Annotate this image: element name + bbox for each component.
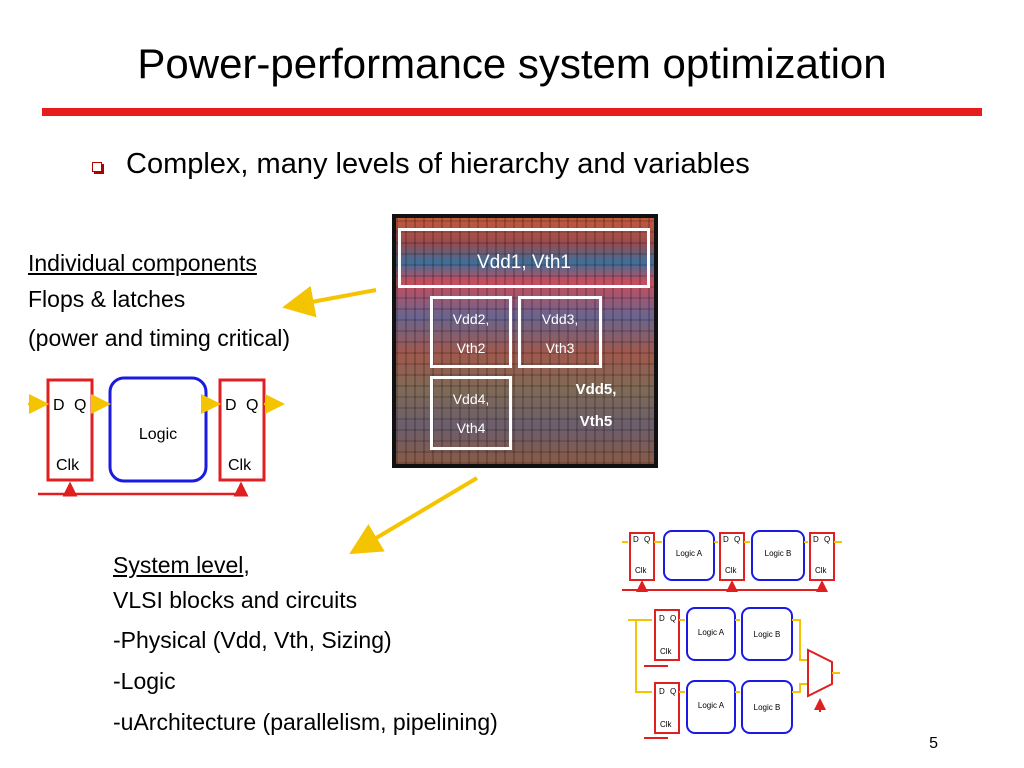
- system-line-3: -Logic: [113, 668, 176, 694]
- ff-right-q: Q: [246, 397, 258, 414]
- region-vdd2: [430, 296, 512, 368]
- pipeline-ff-2: [719, 532, 745, 581]
- callout-arrow-individual: [282, 285, 377, 318]
- region-vdd4: [430, 376, 512, 450]
- pipeline-logic-a: [663, 530, 715, 581]
- pipe-ff3-q: Q: [824, 535, 830, 544]
- system-line-2: -Physical (Vdd, Vth, Sizing): [113, 627, 392, 653]
- system-level-heading: System level,: [113, 552, 250, 579]
- par-logic-b-bottom-label: Logic B: [754, 703, 781, 712]
- pipeline-ff-1: [629, 532, 655, 581]
- pipe-ff2-d: D: [723, 535, 729, 544]
- region-vdd5-label-a: Vdd5,: [575, 381, 617, 398]
- mux-icon: [807, 648, 833, 698]
- par-logic-a-top-label: Logic A: [698, 628, 725, 637]
- pipeline-diagram: D Q Clk D Q Clk D Q Clk Logic A Logic B: [622, 530, 842, 592]
- page-number: 5: [929, 735, 938, 752]
- region-vdd3-label-b: Vth3: [545, 340, 575, 356]
- bullet-text: Complex, many levels of hierarchy and va…: [126, 148, 750, 180]
- system-level-heading-text: System level: [113, 552, 244, 578]
- parallel-logic-a-bottom: [686, 680, 736, 734]
- parallel-ff-top: [654, 609, 680, 661]
- parallel-ff-bottom: [654, 682, 680, 734]
- logic-label: Logic: [139, 426, 177, 443]
- system-line-4: -uArchitecture (parallelism, pipelining): [113, 709, 498, 735]
- title-divider: [42, 108, 982, 116]
- ff-right-d: D: [225, 397, 237, 414]
- region-vdd3-label-a: Vdd3,: [541, 311, 579, 327]
- pipe-ff1-q: Q: [644, 535, 650, 544]
- region-vdd5-label-b: Vth5: [579, 413, 613, 430]
- system-level-heading-comma: ,: [243, 552, 250, 578]
- individual-line-2: (power and timing critical): [28, 325, 291, 351]
- parallel-to-mux-top: [792, 619, 808, 661]
- slide-title: Power-performance system optimization: [137, 40, 887, 87]
- system-line-1: VLSI blocks and circuits: [113, 587, 358, 613]
- ff-left-q: Q: [74, 397, 86, 414]
- individual-line-1: Flops & latches: [28, 286, 186, 312]
- par-ff-bottom-q: Q: [670, 687, 676, 696]
- region-vdd4-label-b: Vth4: [456, 420, 486, 436]
- pipe-ff2-q: Q: [734, 535, 740, 544]
- parallel-diagram: D Q Clk D Q Clk Logic A Logic B Logic A …: [628, 607, 840, 739]
- region-vdd2-label-a: Vdd2,: [452, 311, 490, 327]
- flipflop-left: [46, 378, 94, 482]
- chip-die-photo: Vdd1, Vth1 Vdd2, Vth2 Vdd3, Vth3 Vdd4, V…: [392, 214, 658, 468]
- parallel-logic-a-top: [686, 607, 736, 661]
- ff-left-d: D: [53, 397, 65, 414]
- pipe-logic-a-label: Logic A: [676, 549, 703, 558]
- flipflop-logic-diagram: D Q Clk D Q Clk Logic: [28, 376, 285, 497]
- par-ff-bottom-d: D: [659, 687, 665, 696]
- region-vdd2-label-b: Vth2: [456, 340, 486, 356]
- par-ff-top-d: D: [659, 614, 665, 623]
- par-ff-top-clk: Clk: [660, 647, 673, 656]
- pipe-logic-b-label: Logic B: [765, 549, 792, 558]
- pipe-ff3-d: D: [813, 535, 819, 544]
- ff-right-clk: Clk: [228, 457, 252, 474]
- region-vdd4-label-a: Vdd4,: [452, 391, 490, 407]
- region-vdd1: [398, 228, 650, 288]
- parallel-logic-b-bottom: [741, 680, 793, 734]
- pipeline-logic-b: [751, 530, 805, 581]
- pipe-ff1-d: D: [633, 535, 639, 544]
- logic-block: [108, 376, 208, 483]
- die-texture: [396, 218, 654, 464]
- par-ff-top-q: Q: [670, 614, 676, 623]
- bullet-square-icon: [92, 162, 102, 172]
- region-vdd1-label: Vdd1, Vth1: [476, 252, 572, 273]
- region-vdd3: [518, 296, 602, 368]
- parallel-to-mux-bottom: [792, 683, 808, 693]
- par-logic-b-top-label: Logic B: [754, 630, 781, 639]
- par-ff-bottom-clk: Clk: [660, 720, 673, 729]
- par-logic-a-bottom-label: Logic A: [698, 701, 725, 710]
- parallel-logic-b-top: [741, 607, 793, 661]
- pipe-ff1-clk: Clk: [635, 566, 648, 575]
- ff-left-clk: Clk: [56, 457, 80, 474]
- callout-arrow-system: [349, 476, 479, 555]
- individual-components-heading: Individual components: [28, 250, 257, 276]
- flipflop-right: [218, 378, 266, 482]
- pipe-ff3-clk: Clk: [815, 566, 828, 575]
- pipeline-ff-3: [809, 532, 835, 581]
- pipe-ff2-clk: Clk: [725, 566, 738, 575]
- parallel-input-wire: [628, 619, 652, 693]
